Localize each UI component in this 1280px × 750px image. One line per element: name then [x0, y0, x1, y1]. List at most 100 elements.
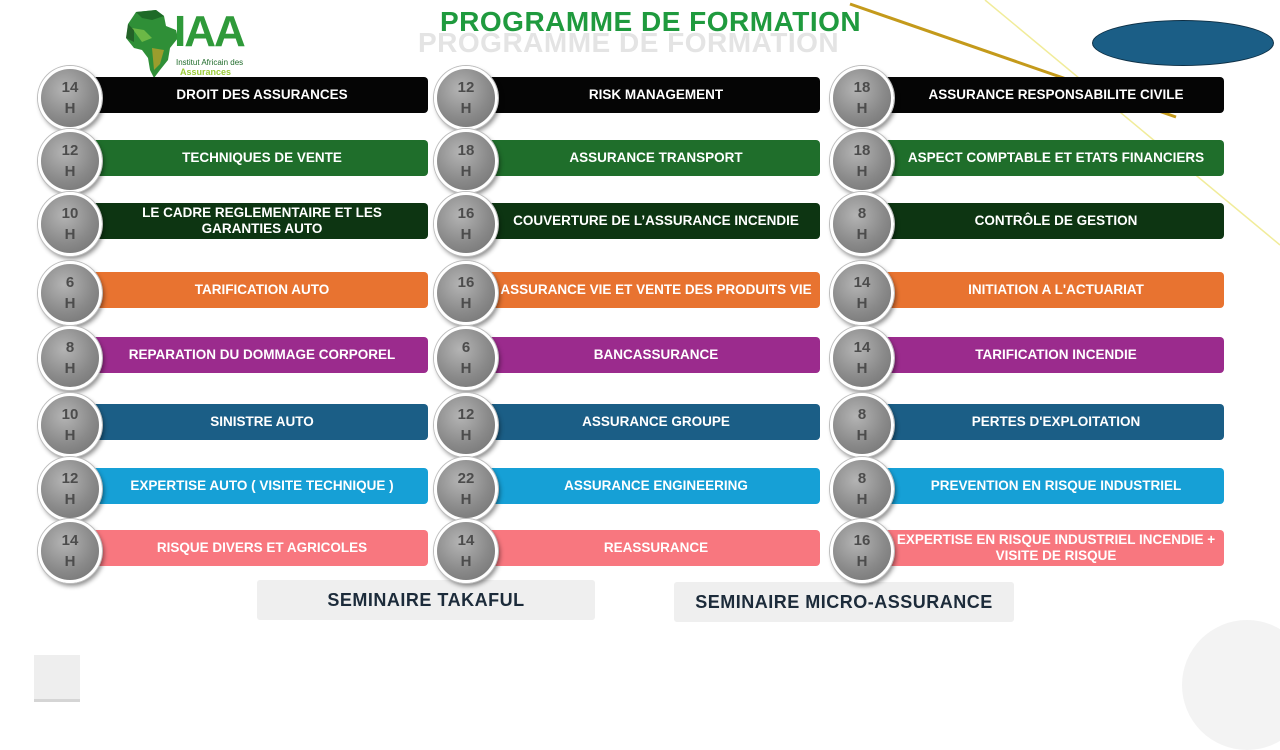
hours-value: 18: [457, 142, 475, 159]
hours-value: 8: [857, 406, 867, 423]
hours-value: 14: [853, 274, 871, 291]
hours-value: 12: [457, 406, 475, 423]
hours-value: 10: [61, 406, 79, 423]
hours-value: 14: [61, 532, 79, 549]
hours-value: 10: [61, 205, 79, 222]
hours-value: 14: [457, 532, 475, 549]
africa-map-icon: [126, 10, 178, 78]
hours-unit: H: [460, 226, 472, 243]
hours-unit: H: [460, 427, 472, 444]
hours-unit: H: [64, 163, 76, 180]
hours-unit: H: [64, 226, 76, 243]
course-label: COUVERTURE DE L’ASSURANCE INCENDIE: [470, 203, 820, 239]
course-label: DROIT DES ASSURANCES: [74, 77, 428, 113]
hours-unit: H: [460, 553, 472, 570]
course-label: RISK MANAGEMENT: [470, 77, 820, 113]
page-title: PROGRAMME DE FORMATION: [440, 6, 862, 37]
course-label: ASSURANCE ENGINEERING: [470, 468, 820, 504]
decorative-oval: [1092, 20, 1274, 66]
hours-value: 16: [457, 205, 475, 222]
course-label: EXPERTISE EN RISQUE INDUSTRIEL INCENDIE …: [866, 530, 1224, 566]
course-label: ASSURANCE RESPONSABILITE CIVILE: [866, 77, 1224, 113]
course-label: TARIFICATION INCENDIE: [866, 337, 1224, 373]
hours-unit: H: [64, 427, 76, 444]
hours-unit: H: [856, 163, 868, 180]
course-label: PERTES D'EXPLOITATION: [866, 404, 1224, 440]
hours-value: 12: [61, 142, 79, 159]
seminar-micro-assurance-button[interactable]: SEMINAIRE MICRO-ASSURANCE: [674, 582, 1014, 622]
course-label: ASPECT COMPTABLE ET ETATS FINANCIERS: [866, 140, 1224, 176]
hours-value: 8: [857, 470, 867, 487]
hours-unit: H: [856, 491, 868, 508]
hours-value: 18: [853, 79, 871, 96]
course-label: PREVENTION EN RISQUE INDUSTRIEL: [866, 468, 1224, 504]
page-title-shadow: PROGRAMME DE FORMATION: [418, 27, 840, 58]
course-label: CONTRÔLE DE GESTION: [866, 203, 1224, 239]
hours-value: 16: [457, 274, 475, 291]
hours-unit: H: [64, 553, 76, 570]
hours-value: 8: [857, 205, 867, 222]
course-label: BANCASSURANCE: [470, 337, 820, 373]
seminar-takaful-button[interactable]: SEMINAIRE TAKAFUL: [257, 580, 595, 620]
course-label: ASSURANCE GROUPE: [470, 404, 820, 440]
hours-value: 8: [65, 339, 75, 356]
hours-unit: H: [460, 163, 472, 180]
hours-unit: H: [64, 360, 76, 377]
hours-value: 6: [65, 274, 75, 291]
hours-unit: H: [64, 100, 76, 117]
course-label: REASSURANCE: [470, 530, 820, 566]
hours-value: 14: [853, 339, 871, 356]
course-label: ASSURANCE VIE ET VENTE DES PRODUITS VIE: [470, 272, 820, 308]
course-label: TARIFICATION AUTO: [74, 272, 428, 308]
hours-unit: H: [856, 226, 868, 243]
course-label: REPARATION DU DOMMAGE CORPOREL: [74, 337, 428, 373]
hours-value: 12: [457, 79, 475, 96]
course-label: EXPERTISE AUTO ( VISITE TECHNIQUE ): [74, 468, 428, 504]
hours-unit: H: [460, 295, 472, 312]
hours-unit: H: [856, 553, 868, 570]
iaa-logo: IAA Institut Africain des Assurances: [122, 6, 262, 80]
course-item[interactable]: EXPERTISE EN RISQUE INDUSTRIEL INCENDIE …: [830, 519, 1224, 583]
logo-letters: IAA: [174, 7, 246, 56]
hours-value: 16: [853, 532, 871, 549]
course-item[interactable]: LE CADRE REGLEMENTAIRE ET LES GARANTIES …: [38, 192, 428, 256]
